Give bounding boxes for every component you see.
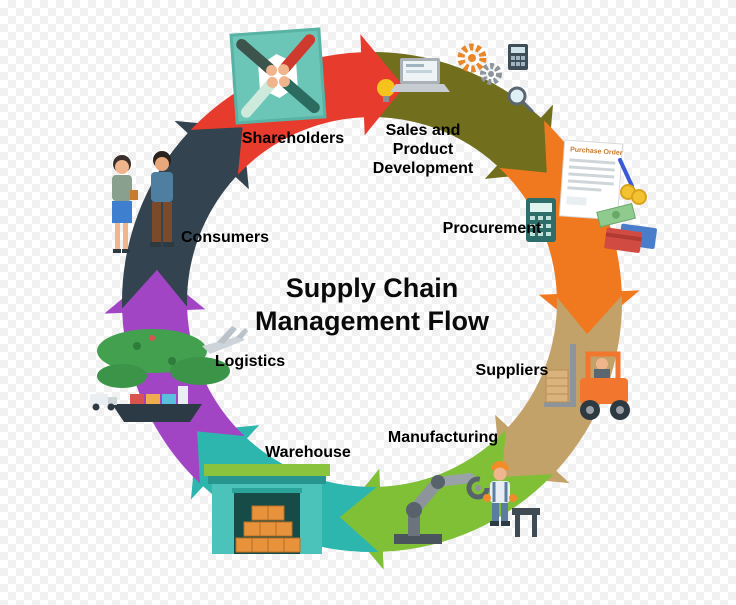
truck [90, 394, 117, 411]
page-title: Supply Chain Management Flow [212, 272, 532, 338]
pallet-boxes [545, 369, 569, 403]
teamwork-hands-icon [227, 25, 329, 127]
label-shareholders: Shareholders [241, 130, 345, 147]
label-procurement: Procurement [442, 220, 542, 237]
label-manufacturing: Manufacturing [387, 429, 499, 446]
ship-plane-map-icon [82, 316, 257, 438]
airplane [202, 326, 248, 354]
label-logistics: Logistics [214, 353, 286, 370]
purchase-order-calculator-icon: Purchase Order [520, 140, 665, 268]
title-line-1: Supply Chain [285, 273, 459, 303]
man-figure [150, 151, 174, 247]
cargo-ship [112, 386, 202, 422]
stacked-boxes [235, 505, 301, 553]
warehouse-boxes-icon [202, 460, 332, 560]
label-suppliers: Suppliers [475, 362, 549, 379]
woman-figure [112, 155, 138, 253]
label-sales: Sales and Product Development [372, 122, 474, 177]
laptop-idea-gears-icon [374, 36, 539, 121]
robot-arm-worker-icon [388, 446, 543, 554]
people-icon [100, 150, 195, 285]
label-consumers: Consumers [180, 229, 270, 246]
label-warehouse: Warehouse [265, 444, 351, 461]
title-line-2: Management Flow [254, 305, 490, 336]
purchase-order-title: Purchase Order [570, 146, 623, 157]
forklift-icon [536, 336, 654, 432]
